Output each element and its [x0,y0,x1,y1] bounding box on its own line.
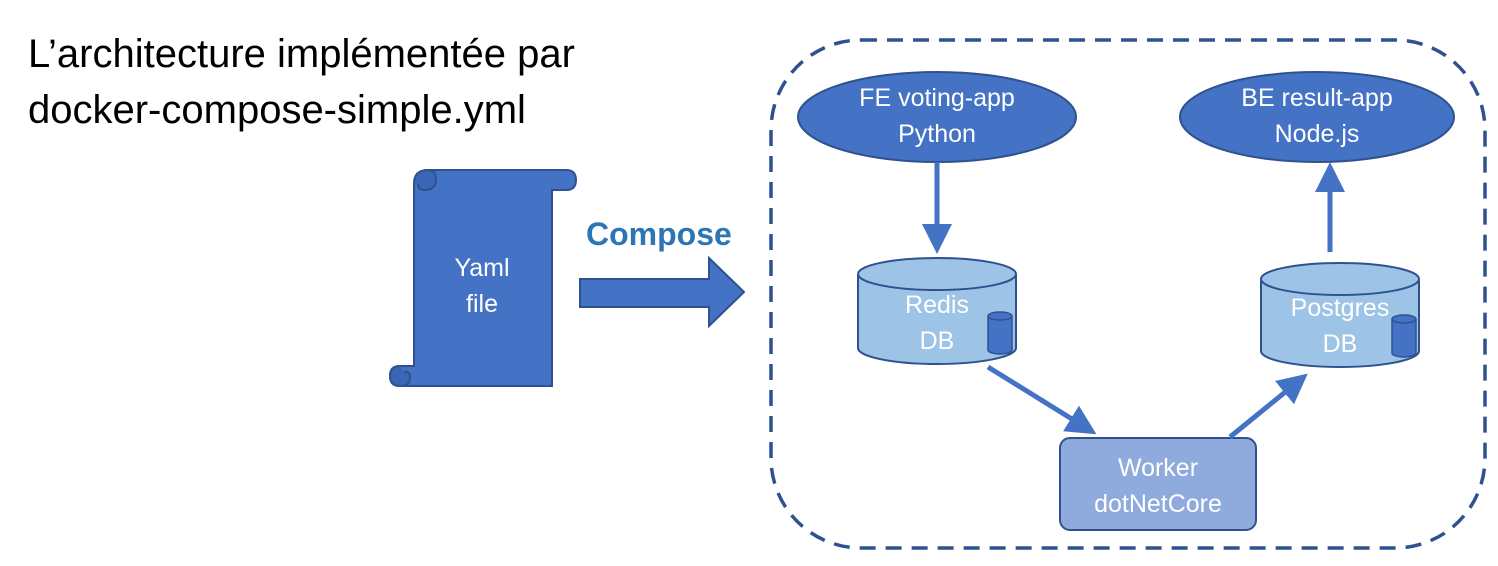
yaml-file-label: Yaml file [431,250,533,322]
postgres-line-1: Postgres [1290,294,1390,322]
title-line-2: docker-compose-simple.yml [28,88,526,132]
database-icon [987,311,1013,355]
frontend-label: FE voting-app Python [817,80,1057,152]
frontend-line-1: FE voting-app [859,84,1015,112]
backend-label: BE result-app Node.js [1197,80,1437,152]
worker-line-1: Worker [1117,454,1199,482]
postgres-db-node [1260,262,1420,368]
compose-arrow [579,255,746,329]
compose-label: Compose [586,216,732,252]
redis-label: Redis DB [877,287,997,359]
frontend-line-2: Python [898,120,976,148]
backend-line-2: Node.js [1274,120,1360,148]
compose-container [769,38,1487,550]
arrow-worker-to-postgres [1228,373,1308,439]
postgres-line-2: DB [1322,330,1358,358]
redis-line-2: DB [919,327,955,355]
yaml-line-1: Yaml [454,254,510,282]
worker-label: Worker dotNetCore [1068,450,1248,522]
arrow-redis-to-worker [986,364,1097,435]
postgres-label: Postgres DB [1270,290,1410,362]
yaml-line-2: file [466,290,498,318]
worker-node [1059,437,1257,531]
yaml-file-icon [388,168,578,388]
title-line-1: L’architecture implémentée par [28,32,575,76]
worker-line-2: dotNetCore [1094,490,1222,518]
backend-line-1: BE result-app [1241,84,1393,112]
page-title: L’architecture implémentée par docker-co… [28,26,575,138]
redis-line-1: Redis [905,291,969,319]
redis-db-node [857,257,1017,365]
database-icon [1391,314,1417,358]
